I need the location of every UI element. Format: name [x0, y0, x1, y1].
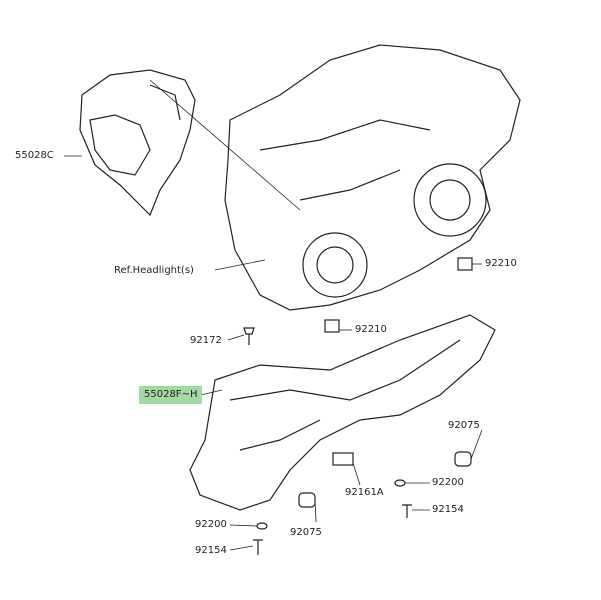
label-92075-a: 92075: [448, 420, 480, 431]
label-92154-a: 92154: [432, 504, 464, 515]
part-92161a-pad[interactable]: [332, 452, 354, 466]
part-92172-screw[interactable]: [243, 327, 255, 345]
part-55028f-h-fairing[interactable]: [189, 314, 496, 511]
label-92161a: 92161A: [345, 487, 384, 498]
label-92200-a: 92200: [432, 477, 464, 488]
label-92200-b: 92200: [195, 519, 227, 530]
label-ref-headlight[interactable]: Ref.Headlight(s): [114, 265, 194, 276]
label-92210-b: 92210: [355, 324, 387, 335]
part-92210-clip-a[interactable]: [457, 257, 473, 271]
part-55028c-cover[interactable]: [79, 69, 196, 217]
label-92154-b: 92154: [195, 545, 227, 556]
part-92200-washer-a[interactable]: [394, 479, 406, 487]
part-92154-bolt-a[interactable]: [402, 504, 412, 518]
leader-lines: [64, 79, 483, 551]
part-92075-grommet-a[interactable]: [454, 451, 472, 467]
label-92075-b: 92075: [290, 527, 322, 538]
label-92172: 92172: [190, 335, 222, 346]
label-55028f-h-highlighted[interactable]: 55028F~H: [139, 386, 203, 404]
part-92200-washer-b[interactable]: [256, 522, 268, 530]
part-92210-clip-b[interactable]: [324, 319, 340, 333]
part-92154-bolt-b[interactable]: [253, 539, 263, 555]
label-92210-a: 92210: [485, 258, 517, 269]
part-92075-grommet-b[interactable]: [298, 492, 316, 508]
label-55028c: 55028C: [15, 150, 54, 161]
headlight-assembly: [224, 44, 521, 311]
